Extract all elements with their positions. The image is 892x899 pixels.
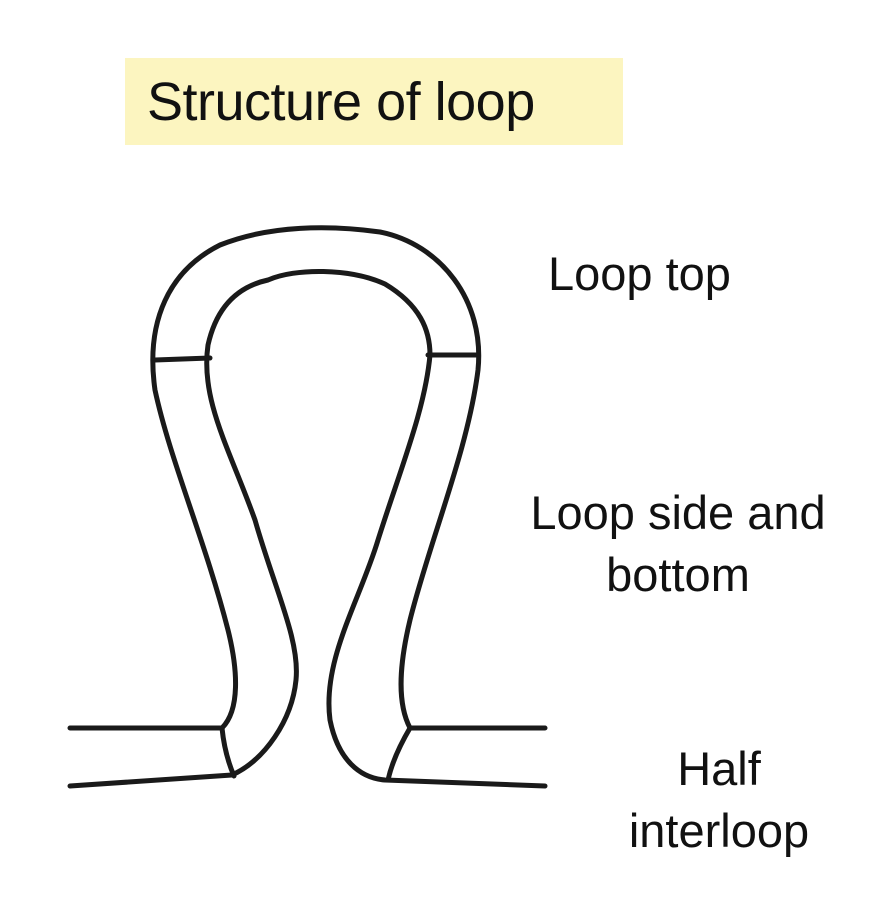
label-half-line1: Half [677,742,761,795]
diagram-title: Structure of loop [147,71,535,132]
left-top-divider [152,355,213,363]
inner-loop-outline [67,269,548,789]
label-loop-top: Loop top [548,243,731,305]
title-box: Structure of loop [125,58,623,145]
label-loop-side-bottom: Loop side and bottom [505,482,851,606]
label-loop-side-line2: bottom [606,548,750,601]
label-loop-top-text: Loop top [548,247,731,300]
label-loop-side-line1: Loop side and [530,486,826,539]
outer-loop-outline [67,225,548,731]
label-half-line2: interloop [628,804,810,857]
right-bottom-divider [385,725,413,783]
label-half-interloop: Half interloop [608,738,830,862]
left-bottom-divider [219,725,237,779]
